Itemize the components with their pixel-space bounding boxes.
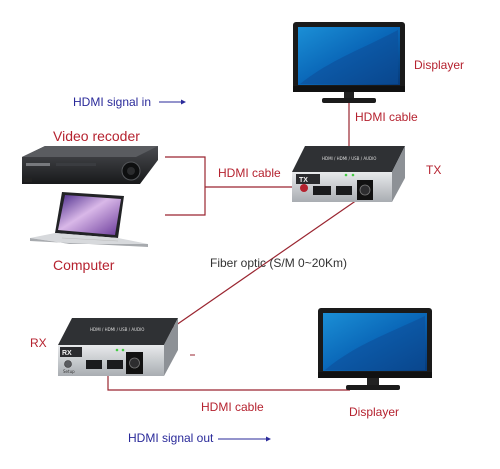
computer-label: Computer [53, 257, 115, 273]
top-display-monitor [293, 22, 405, 103]
rx-box-caption: HDMI / HDMI / USB / AUDIO [90, 327, 144, 332]
tx-port-label: TX [299, 177, 308, 184]
hdmi-signal-in-label: HDMI signal in [73, 95, 152, 109]
computer-laptop [30, 192, 148, 247]
signal-out-arrow-icon [218, 436, 271, 442]
rx-button-label: Setup [63, 369, 75, 374]
video-recorder-device [22, 146, 158, 184]
hdmi-cable-bottom-label: HDMI cable [201, 400, 264, 414]
signal-in-arrow-icon [159, 99, 186, 105]
tx-label: TX [426, 163, 442, 177]
tx-transmitter-box: HDMI / HDMI / USB / AUDIO TX [292, 146, 405, 202]
hdmi-cable-top-label: HDMI cable [355, 110, 418, 124]
hdmi-signal-out-label: HDMI signal out [128, 431, 214, 445]
tx-box-caption: HDMI / HDMI / USB / AUDIO [322, 156, 376, 161]
hdmi-cable-tx-label: HDMI cable [218, 166, 281, 180]
displayer-top-label: Displayer [414, 58, 465, 72]
rx-port-label: RX [62, 350, 72, 357]
displayer-bottom-label: Displayer [349, 405, 400, 419]
rx-label: RX [30, 336, 47, 350]
video-recorder-label: Video recoder [53, 128, 140, 144]
hdmi-line-video-recorder [165, 156, 206, 216]
bottom-display-monitor [318, 308, 432, 390]
fiber-optic-label: Fiber optic (S/M 0~20Km) [210, 256, 348, 270]
rx-receiver-box: HDMI / HDMI / USB / AUDIO RX Setup [58, 318, 178, 376]
